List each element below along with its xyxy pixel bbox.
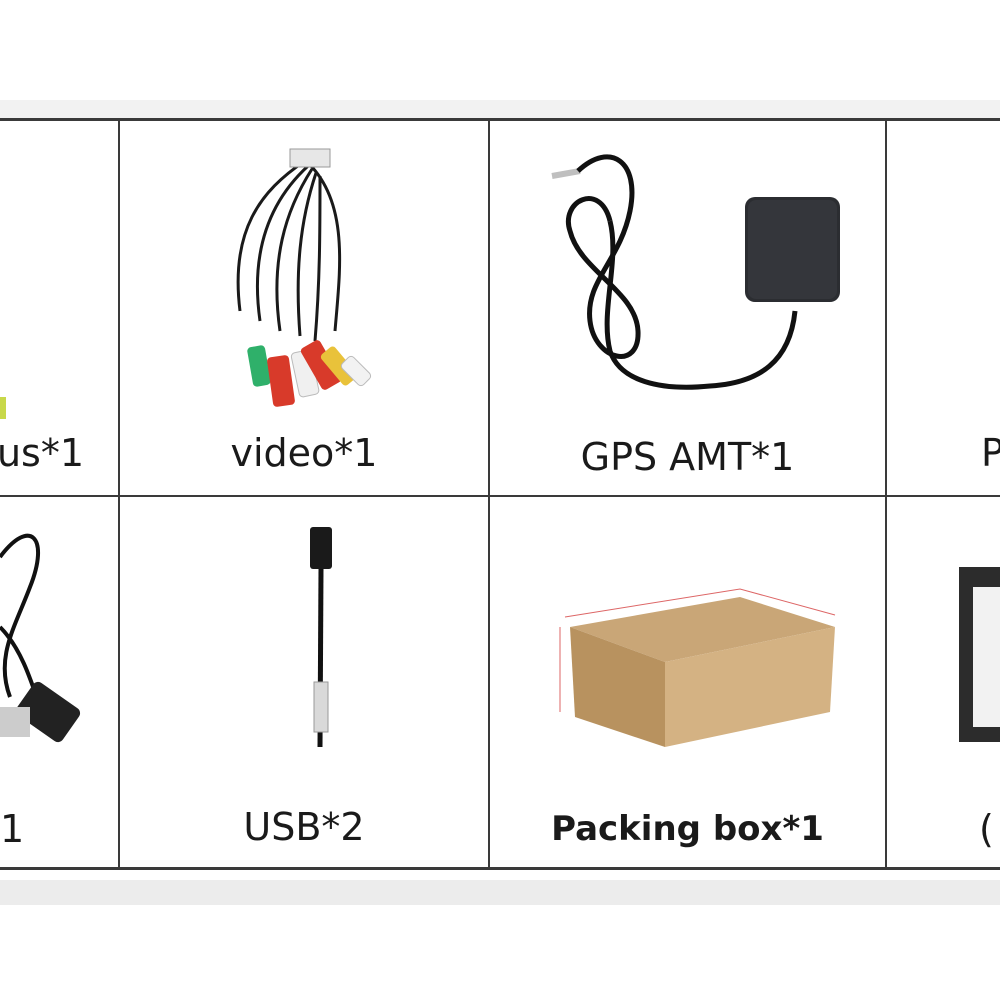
cell-label: video*1 xyxy=(230,431,378,475)
cell-label: ( xyxy=(979,807,994,851)
accessory-grid: us*1 video*1 xyxy=(0,118,1000,870)
cell-cable-partial: 1 xyxy=(0,497,118,867)
cell-gps: GPS AMT*1 xyxy=(490,121,885,495)
cell-partial-right: P xyxy=(887,121,1000,495)
canbus-image xyxy=(0,397,6,419)
manual-image xyxy=(959,567,1000,742)
cell-label: Packing box*1 xyxy=(551,809,824,849)
gps-antenna-image xyxy=(551,154,840,390)
cell-label: P xyxy=(981,431,1000,475)
cell-label: GPS AMT*1 xyxy=(580,435,795,479)
video-cable-image xyxy=(236,148,372,407)
grid-divider xyxy=(885,121,887,867)
cable-image xyxy=(0,533,81,743)
grid-divider xyxy=(488,121,490,867)
cell-partial-right: ( xyxy=(887,497,1000,867)
cell-video: video*1 xyxy=(120,121,488,495)
cell-packing-box: Packing box*1 xyxy=(490,497,885,867)
grid-divider xyxy=(0,495,1000,497)
cell-label: 1 xyxy=(0,807,25,851)
packing-box-image xyxy=(559,588,836,747)
cell-usb: USB*2 xyxy=(120,497,488,867)
cell-canbus: us*1 xyxy=(0,121,118,495)
cell-label: USB*2 xyxy=(243,805,365,849)
grid-divider xyxy=(118,121,120,867)
usb-cable-image xyxy=(310,527,332,748)
cell-label: us*1 xyxy=(0,431,84,475)
